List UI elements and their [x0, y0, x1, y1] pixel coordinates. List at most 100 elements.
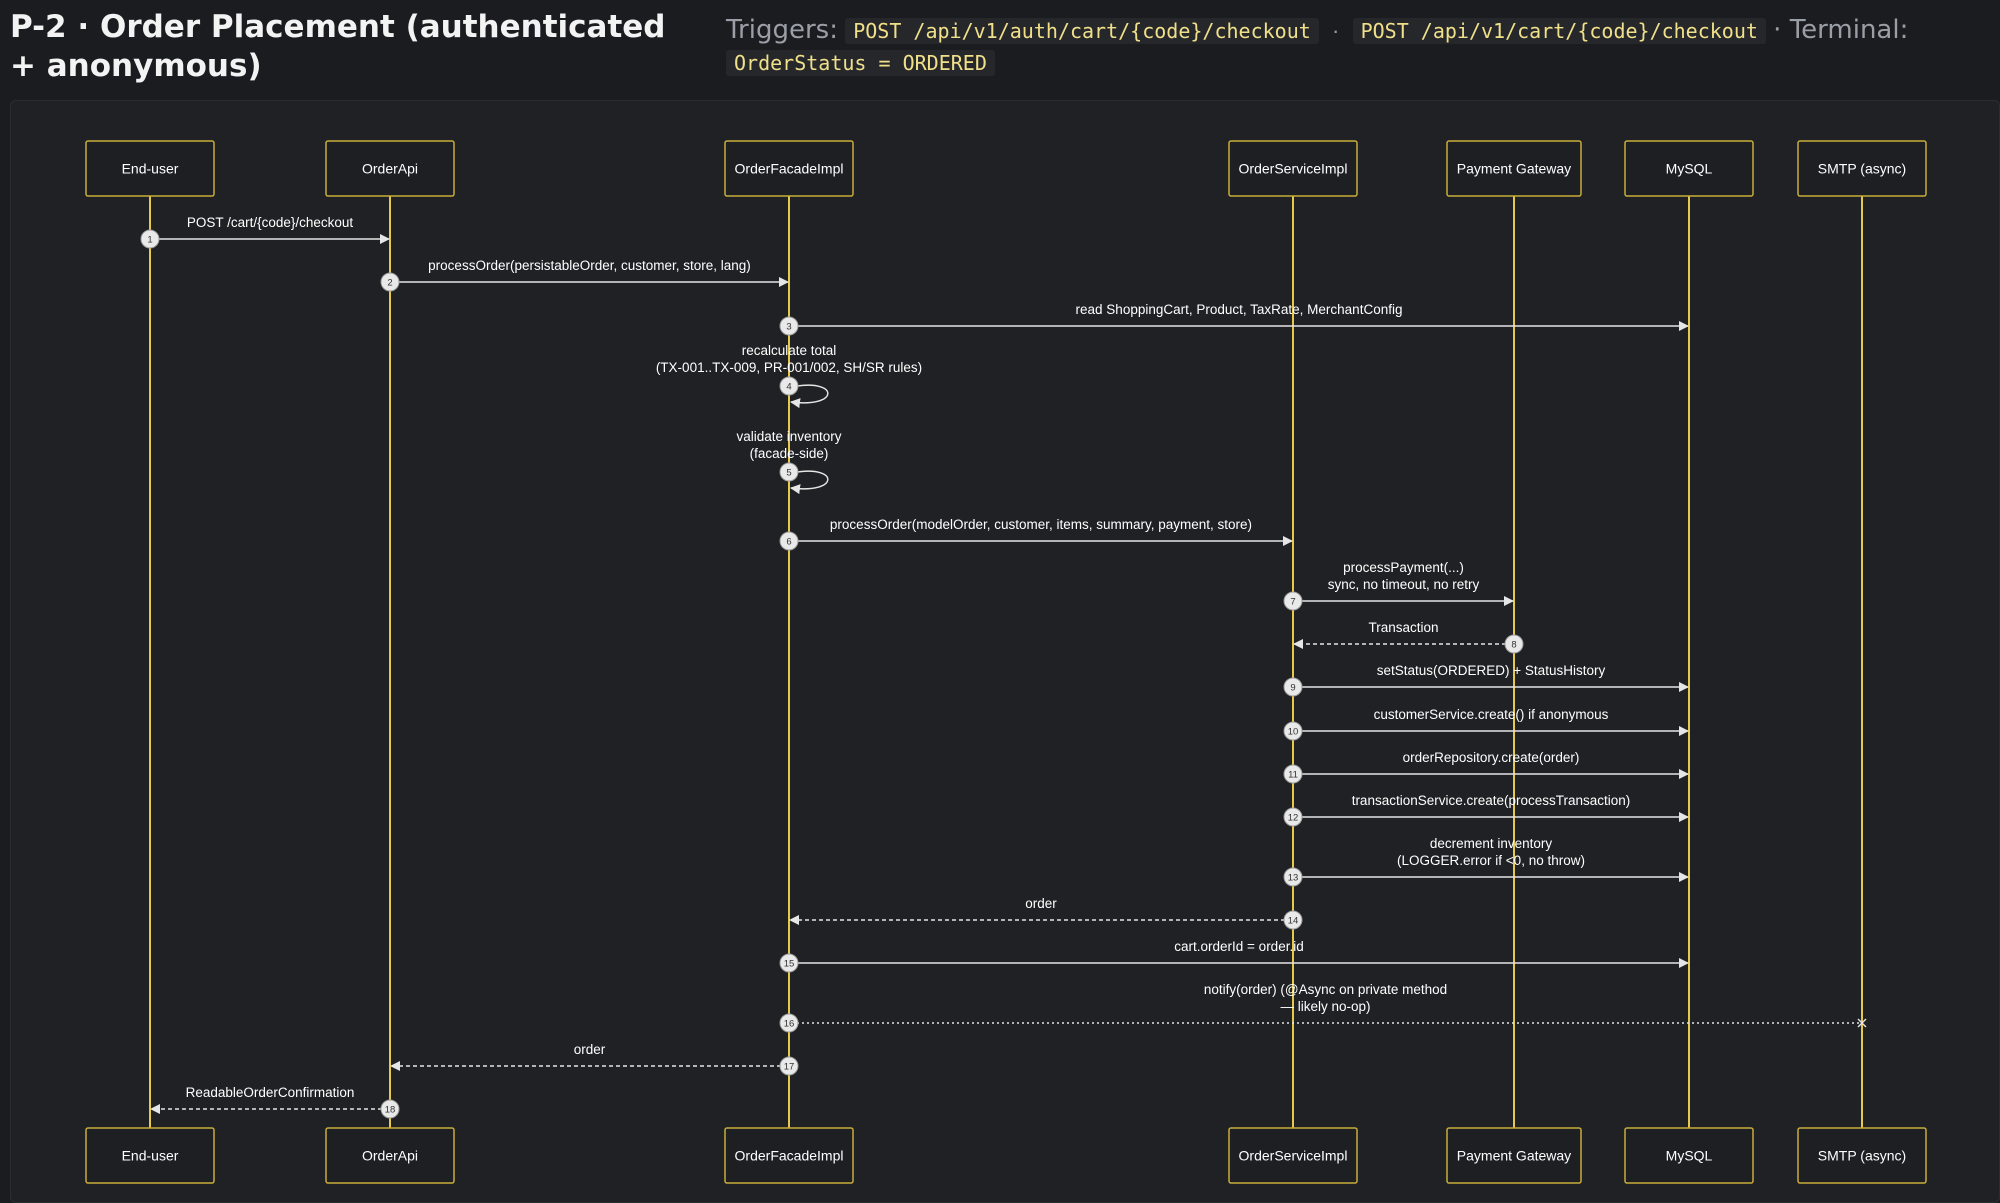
step-badge: 9 — [1283, 677, 1303, 697]
message-5: validate inventory (facade-side) 5 — [736, 429, 842, 495]
step-badge: 10 — [1283, 721, 1303, 741]
message-6: processOrder(modelOrder, customer, items… — [779, 517, 1293, 551]
participant-payment-gateway-bottom: Payment Gateway — [1446, 1127, 1582, 1184]
step-badge: 8 — [1504, 634, 1524, 654]
triggers-line: Triggers: POST /api/v1/auth/cart/{code}/… — [726, 14, 2000, 78]
step-badge: 4 — [779, 376, 799, 396]
step-number: 6 — [786, 537, 791, 548]
message-17: order 17 — [390, 1042, 799, 1076]
participant-smtp-bottom: SMTP (async) — [1797, 1127, 1927, 1184]
step-badge: 11 — [1283, 764, 1303, 784]
terminal-status: OrderStatus = ORDERED — [726, 50, 995, 76]
participant-label: End-user — [122, 161, 179, 177]
message-label: order — [1025, 896, 1057, 911]
participant-label: OrderServiceImpl — [1239, 161, 1348, 177]
message-label: orderRepository.create(order) — [1403, 750, 1580, 765]
lost-message-cross — [1857, 1018, 1867, 1028]
participant-order-api-bottom: OrderApi — [325, 1127, 455, 1184]
participant-order-service-top: OrderServiceImpl — [1228, 140, 1358, 197]
step-badge: 16 — [779, 1013, 799, 1033]
participant-mysql-bottom: MySQL — [1624, 1127, 1754, 1184]
participant-order-facade-bottom: OrderFacadeImpl — [724, 1127, 854, 1184]
step-number: 2 — [387, 278, 392, 289]
message-10: customerService.create() if anonymous 10 — [1283, 707, 1689, 741]
participant-label: OrderFacadeImpl — [735, 161, 844, 177]
participant-payment-gateway-top: Payment Gateway — [1446, 140, 1582, 197]
step-number: 3 — [786, 322, 791, 333]
message-label: (LOGGER.error if <0, no throw) — [1397, 853, 1585, 868]
step-number: 8 — [1511, 640, 1516, 651]
step-number: 12 — [1288, 813, 1299, 824]
step-badge: 13 — [1283, 867, 1303, 887]
message-7: processPayment(...) sync, no timeout, no … — [1283, 560, 1514, 611]
step-number: 16 — [784, 1019, 795, 1030]
message-11: orderRepository.create(order) 11 — [1283, 750, 1689, 784]
step-badge: 7 — [1283, 591, 1303, 611]
message-label: (TX-001..TX-009, PR-001/002, SH/SR rules… — [656, 360, 922, 375]
message-label: ReadableOrderConfirmation — [186, 1085, 355, 1100]
trigger-separator: · — [1332, 18, 1340, 43]
participant-mysql-top: MySQL — [1624, 140, 1754, 197]
message-4: recalculate total (TX-001..TX-009, PR-001… — [656, 343, 922, 409]
step-badge: 3 — [779, 316, 799, 336]
step-number: 15 — [784, 959, 795, 970]
message-label: (facade-side) — [750, 446, 829, 461]
step-number: 18 — [385, 1105, 396, 1116]
message-16: notify(order) (@Async on private method—… — [779, 982, 1867, 1033]
step-badge: 1 — [140, 229, 160, 249]
step-number: 10 — [1288, 727, 1299, 738]
message-13: decrement inventory(LOGGER.error if <0, … — [1283, 836, 1689, 887]
step-number: 17 — [784, 1062, 795, 1073]
step-badge: 2 — [380, 272, 400, 292]
message-label: recalculate total — [742, 343, 837, 358]
step-number: 4 — [786, 382, 791, 393]
step-badge: 5 — [779, 462, 799, 482]
participant-order-service-bottom: OrderServiceImpl — [1228, 1127, 1358, 1184]
participant-label: Payment Gateway — [1457, 1148, 1571, 1164]
participant-label: OrderServiceImpl — [1239, 1148, 1348, 1164]
message-label: validate inventory — [736, 429, 841, 444]
trigger-endpoint-anon: POST /api/v1/cart/{code}/checkout — [1352, 18, 1766, 44]
message-label: processOrder(modelOrder, customer, items… — [830, 517, 1252, 532]
step-badge: 15 — [779, 953, 799, 973]
step-number: 7 — [1290, 597, 1295, 608]
step-number: 13 — [1288, 873, 1299, 884]
message-label: processPayment(...) — [1343, 560, 1464, 575]
step-number: 9 — [1290, 683, 1295, 694]
message-label: sync, no timeout, no retry — [1328, 577, 1480, 592]
message-label: customerService.create() if anonymous — [1374, 707, 1609, 722]
message-label: read ShoppingCart, Product, TaxRate, Mer… — [1076, 302, 1403, 317]
message-1: POST /cart/{code}/checkout 1 — [140, 215, 390, 249]
step-number: 1 — [147, 235, 152, 246]
participant-label: End-user — [122, 1148, 179, 1164]
step-number: 14 — [1288, 916, 1299, 927]
step-number: 11 — [1288, 770, 1298, 781]
message-label: order — [574, 1042, 606, 1057]
step-number: 5 — [786, 468, 791, 479]
participant-label: SMTP (async) — [1818, 1148, 1906, 1164]
participant-label: OrderApi — [362, 161, 418, 177]
participant-label: MySQL — [1666, 1148, 1713, 1164]
diagram-panel — [10, 100, 2000, 1203]
step-badge: 14 — [1283, 910, 1303, 930]
participant-smtp-top: SMTP (async) — [1797, 140, 1927, 197]
participant-label: OrderApi — [362, 1148, 418, 1164]
triggers-label: Triggers: — [726, 15, 838, 45]
step-badge: 17 — [779, 1056, 799, 1076]
message-8: Transaction 8 — [1293, 620, 1524, 654]
message-14: order 14 — [789, 896, 1303, 930]
trigger-endpoint-auth: POST /api/v1/auth/cart/{code}/checkout — [845, 18, 1319, 44]
message-label: — likely no-op) — [1280, 999, 1370, 1014]
message-label: POST /cart/{code}/checkout — [187, 215, 354, 230]
step-badge: 6 — [779, 531, 799, 551]
participant-label: MySQL — [1666, 161, 1713, 177]
message-2: processOrder(persistableOrder, customer,… — [380, 258, 789, 292]
participant-order-facade-top: OrderFacadeImpl — [724, 140, 854, 197]
terminal-label: · Terminal: — [1773, 15, 1909, 45]
message-label: Transaction — [1368, 620, 1438, 635]
message-self-arrow — [790, 384, 829, 409]
message-label: processOrder(persistableOrder, customer,… — [428, 258, 751, 273]
